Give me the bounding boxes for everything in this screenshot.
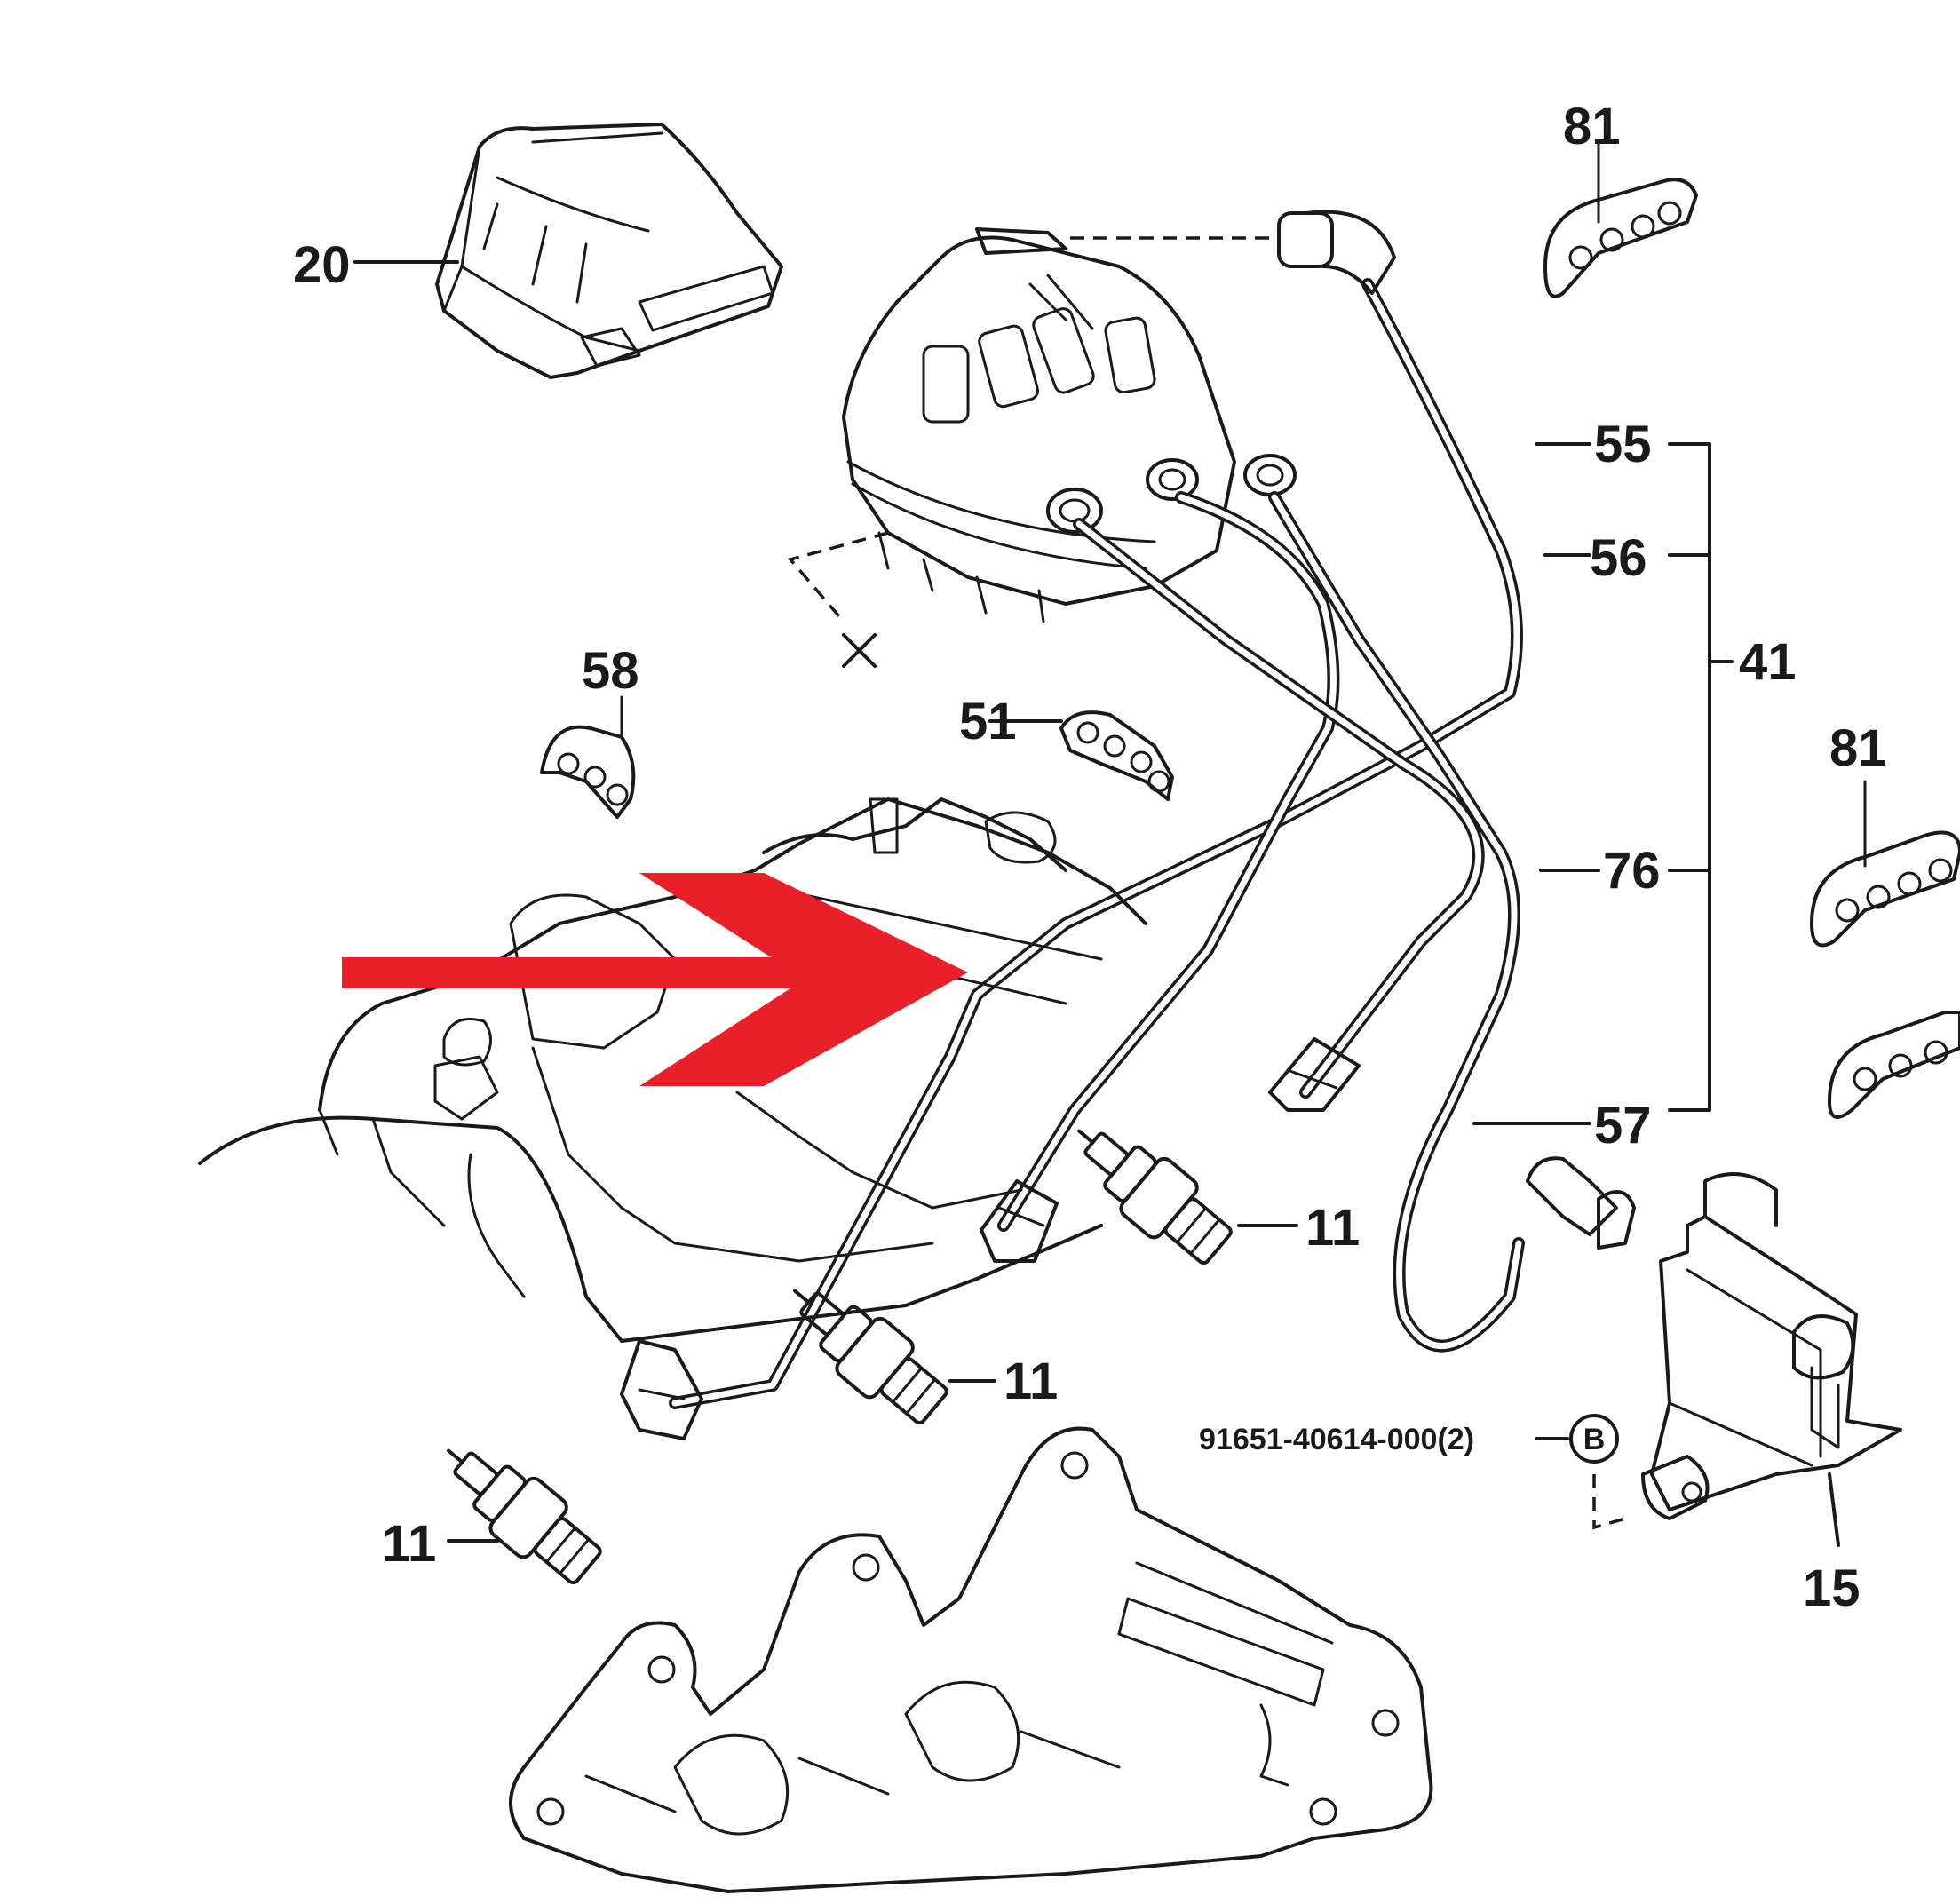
- callout-15: 15: [1803, 1559, 1861, 1617]
- arrow-right-icon: [342, 873, 968, 1086]
- spark-plug-left: [447, 1448, 602, 1585]
- wire-56: [997, 491, 1340, 1232]
- dash-to-screw: [787, 531, 889, 623]
- callout-11-mid: 11: [1004, 1353, 1058, 1410]
- callout-51: 51: [959, 693, 1017, 750]
- spark-plug-right: [1077, 1129, 1233, 1265]
- exhaust-manifold: [509, 1426, 1433, 1893]
- plug-boot-right: [1268, 1037, 1361, 1112]
- plug-boot-left: [620, 1339, 703, 1440]
- clamp-81-top: [1543, 140, 1698, 298]
- callout-55: 55: [1594, 416, 1652, 473]
- bracket-41: [1472, 442, 1734, 1125]
- distributor-cap-cover: [435, 123, 783, 379]
- wire-55: [669, 210, 1523, 1409]
- wire-57: [1268, 491, 1525, 1353]
- distributor-body: [842, 227, 1297, 623]
- callout-41: 41: [1739, 633, 1797, 691]
- callout-58: 58: [582, 642, 639, 700]
- callout-20: 20: [293, 236, 351, 294]
- clamp-lower-right: [1828, 1011, 1960, 1119]
- spark-plug-mid: [793, 1289, 948, 1425]
- screw-symbol: [842, 633, 877, 668]
- callout-11-left: 11: [382, 1515, 436, 1573]
- svg-text:B: B: [1583, 1423, 1606, 1456]
- circled-b-icon: B: [1569, 1414, 1619, 1464]
- ignition-coil: [1641, 1172, 1902, 1547]
- plug-boot-mid: [980, 1179, 1059, 1263]
- engine-head: [198, 797, 1147, 1343]
- wire-76: [1073, 518, 1485, 1099]
- dash-bolt: [1592, 1474, 1626, 1530]
- callout-76: 76: [1603, 842, 1661, 900]
- callout-bolt-part-number: 91651-40614-000(2): [1199, 1423, 1474, 1456]
- clamp-51: [988, 710, 1174, 801]
- callout-56: 56: [1590, 529, 1647, 587]
- callout-57: 57: [1594, 1097, 1652, 1154]
- callout-11-right: 11: [1305, 1199, 1360, 1257]
- clamp-81-right: [1810, 780, 1960, 948]
- clamp-58: [540, 695, 636, 819]
- callout-81-top: 81: [1563, 98, 1621, 155]
- callout-81-right: 81: [1829, 719, 1887, 777]
- coil-boot: [1526, 1156, 1636, 1250]
